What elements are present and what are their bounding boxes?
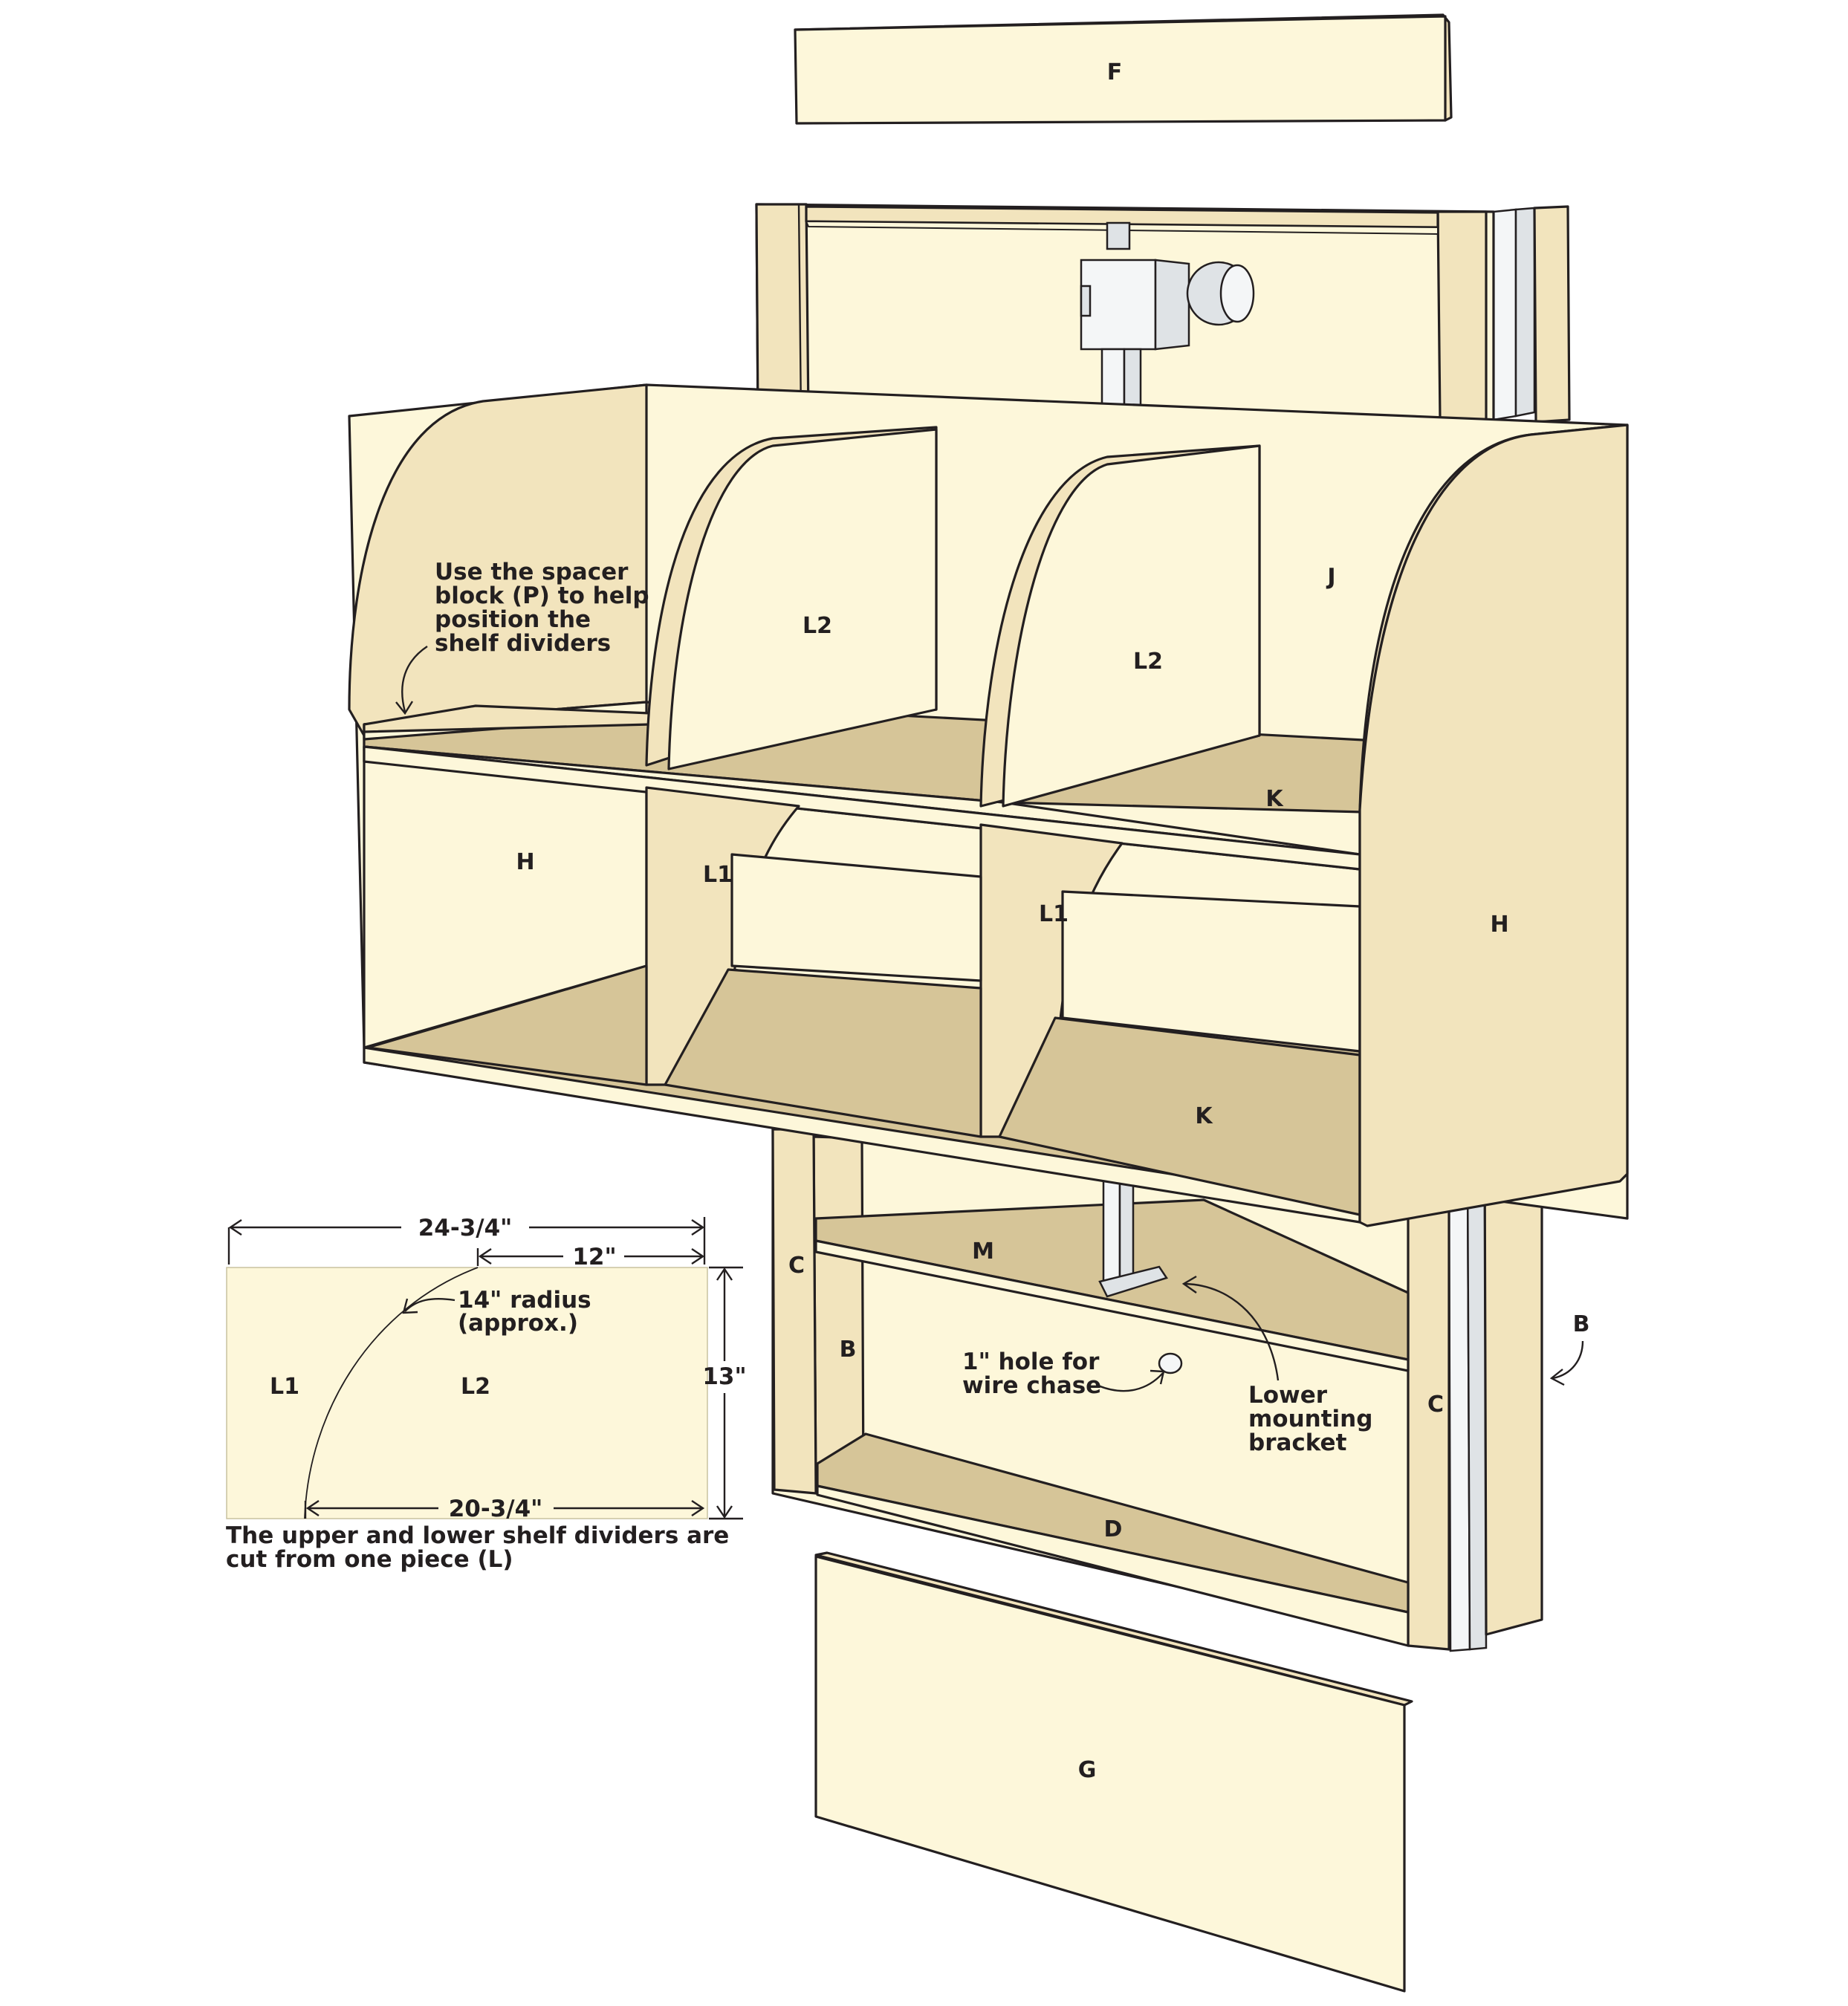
dim-top: 12" xyxy=(572,1244,616,1270)
bracket-arrow xyxy=(1184,1282,1280,1381)
spacer-arrowhead xyxy=(395,701,414,715)
part-g-bottom-panel xyxy=(814,1551,1413,1993)
callout-lower-bracket: Lower mounting bracket xyxy=(1181,1275,1372,1456)
hole-arrowhead xyxy=(1150,1369,1165,1385)
inset-label-l1: L1 xyxy=(270,1374,299,1400)
label-g: G xyxy=(1078,1757,1097,1783)
label-l1-right: L1 xyxy=(1039,901,1069,927)
label-c-right: C xyxy=(1427,1392,1444,1418)
radius-note-line-2: (approx.) xyxy=(458,1310,578,1337)
upper-back-assembly xyxy=(755,203,1571,423)
label-l1-left: L1 xyxy=(703,862,733,888)
label-l2-right: L2 xyxy=(1133,649,1163,675)
label-h-right: H xyxy=(1490,912,1508,938)
label-d: D xyxy=(1104,1516,1123,1542)
inset-label-l2: L2 xyxy=(461,1374,490,1400)
spacer-note-line-1: Use the spacer xyxy=(435,559,629,585)
hole-note-line-2: wire chase xyxy=(962,1372,1101,1399)
spacer-note-line-2: block (P) to help xyxy=(435,582,649,609)
spacer-arrow xyxy=(401,646,428,713)
callout-spacer-block: Use the spacer block (P) to help positio… xyxy=(395,559,649,715)
inset-caption-line-1: The upper and lower shelf dividers are xyxy=(226,1522,729,1549)
label-b-inner: B xyxy=(840,1337,857,1363)
label-h-left: H xyxy=(516,849,534,875)
label-c-left: C xyxy=(788,1253,805,1279)
divider-layout-inset: 24-3/4" 12" 13" 20-3/4" 14" radius (appr… xyxy=(226,1215,747,1573)
callout-b-outer-arrow xyxy=(1549,1340,1584,1386)
label-k-upper: K xyxy=(1265,786,1284,812)
label-b-outer: B xyxy=(1573,1311,1590,1337)
label-j: J xyxy=(1326,564,1335,590)
callout-wire-chase: 1" hole for wire chase xyxy=(962,1348,1165,1399)
part-f-top-cap xyxy=(794,13,1453,125)
bracket-note-line-2: mounting xyxy=(1248,1406,1372,1432)
spacer-note-line-4: shelf dividers xyxy=(435,630,611,657)
hole-note-line-1: 1" hole for xyxy=(962,1348,1100,1375)
shelf-case xyxy=(348,383,1629,1227)
radius-arrowhead xyxy=(402,1298,418,1314)
label-k-lower: K xyxy=(1195,1103,1213,1129)
radius-note-line-1: 14" radius xyxy=(458,1287,591,1314)
dim-height: 13" xyxy=(702,1363,746,1390)
dim-bottom: 20-3/4" xyxy=(449,1496,543,1522)
bracket-note-line-3: bracket xyxy=(1248,1429,1347,1456)
spacer-note-line-3: position the xyxy=(435,606,591,633)
part-labels: F J L2 L2 K H L1 L1 H K M C B C B D G xyxy=(516,59,1589,1783)
label-m: M xyxy=(972,1239,994,1265)
dim-width: 24-3/4" xyxy=(418,1215,513,1241)
label-l2-left: L2 xyxy=(803,613,832,639)
label-f: F xyxy=(1107,59,1123,85)
hole-arrow xyxy=(1098,1372,1164,1392)
bracket-note-line-1: Lower xyxy=(1248,1382,1328,1409)
inset-radius-curve xyxy=(304,1267,479,1519)
inset-board xyxy=(226,1267,708,1519)
inset-caption-line-2: cut from one piece (L) xyxy=(226,1546,513,1573)
bracket-arrowhead xyxy=(1181,1275,1197,1293)
radius-arrow xyxy=(404,1297,455,1312)
